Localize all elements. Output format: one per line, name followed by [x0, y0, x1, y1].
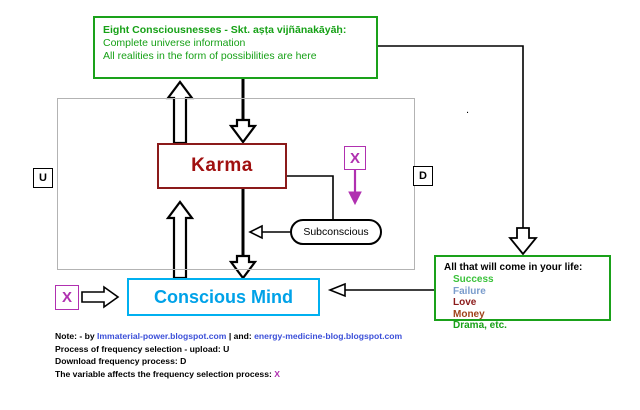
subconscious-label: Subconscious: [303, 226, 369, 238]
connector-u-frame: [18, 178, 33, 300]
tag-download-d: D: [413, 166, 433, 186]
tag-d-label: D: [419, 170, 427, 182]
note-credit-link-1[interactable]: Immaterial-power.blogspot.com: [97, 331, 227, 341]
connector-eight-to-life: [378, 45, 538, 256]
tag-x-left-label: X: [61, 289, 72, 306]
note-variable-text: The variable affects the frequency selec…: [55, 368, 275, 379]
arrow-conscious-to-karma-up: [165, 200, 195, 280]
note-download-text: Download frequency process:: [55, 356, 181, 366]
life-item-love: Love: [453, 297, 477, 308]
eight-consciousnesses-line3: All realities in the form of possibiliti…: [103, 50, 317, 62]
arrow-x-left-to-conscious: [81, 285, 120, 309]
note-line-variable: The variable affects the frequency selec…: [55, 368, 525, 381]
arrow-karma-to-conscious-down: [228, 189, 258, 280]
note-download-key: D: [180, 356, 187, 366]
life-item-money: Money: [453, 308, 485, 320]
life-item-success: Success: [453, 274, 494, 285]
conscious-mind-box: Conscious Mind: [127, 278, 320, 316]
life-outcomes-header: All that will come in your life:: [444, 262, 583, 273]
life-outcomes-box: All that will come in your life: Success…: [434, 255, 611, 331]
tag-upload-u: U: [33, 168, 53, 188]
karma-box: Karma: [157, 143, 287, 189]
note-label: Note:: [55, 331, 77, 341]
notes-block: Note: - by Immaterial-power.blogspot.com…: [55, 330, 525, 380]
note-credit-link-2[interactable]: energy-medicine-blog.blogspot.com: [254, 331, 403, 341]
stray-dot: .: [466, 104, 470, 116]
eight-consciousnesses-title: Eight Consciousnesses - Skt. aṣṭa vijñān…: [103, 24, 347, 36]
subconscious-box: Subconscious: [290, 219, 382, 245]
tag-variable-x-top: X: [344, 146, 366, 170]
note-upload-key: U: [223, 343, 230, 354]
note-credit-mid: | and:: [226, 331, 255, 341]
note-line-credit: Note: - by Immaterial-power.blogspot.com…: [55, 330, 525, 343]
note-variable-key: X: [274, 368, 280, 379]
life-item-failure: Failure: [453, 285, 486, 297]
life-item-drama: Drama, etc.: [453, 320, 507, 331]
arrow-subconscious-to-left: [248, 224, 290, 240]
arrow-x-top-down: [348, 170, 362, 206]
tag-variable-x-left: X: [55, 285, 79, 310]
connector-karma-to-subconscious: [287, 175, 334, 219]
tag-u-label: U: [39, 172, 47, 184]
arrow-life-to-conscious: [327, 282, 434, 298]
conscious-mind-label: Conscious Mind: [154, 286, 293, 307]
karma-label: Karma: [191, 155, 253, 176]
note-upload-text: Process of frequency selection - upload:: [55, 343, 224, 354]
note-credit-prefix: - by: [79, 331, 98, 341]
eight-consciousnesses-line2: Complete universe information: [103, 37, 246, 49]
eight-consciousnesses-box: Eight Consciousnesses - Skt. aṣṭa vijñān…: [93, 16, 378, 79]
note-line-upload: Process of frequency selection - upload:…: [55, 343, 525, 356]
arrow-eight-to-karma-down: [228, 79, 258, 144]
note-line-download: Download frequency process: D: [55, 355, 525, 368]
tag-x-top-label: X: [349, 149, 360, 167]
